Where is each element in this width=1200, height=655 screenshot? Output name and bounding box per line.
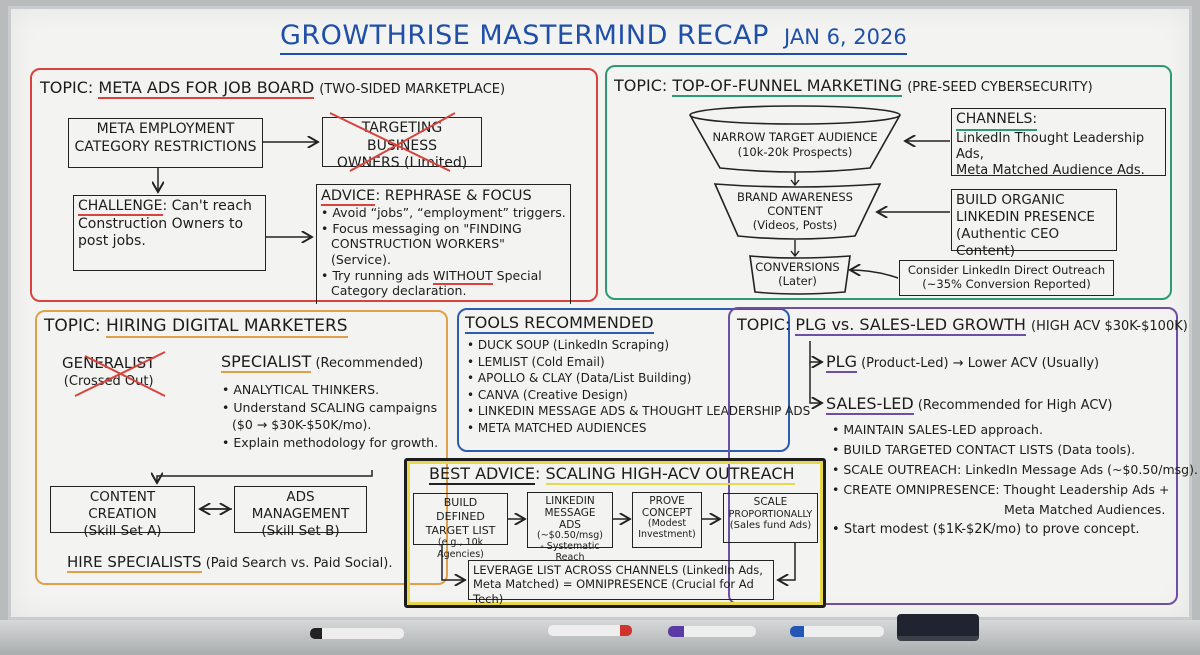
tool-item: META MATCHED AUDIENCES [467, 420, 810, 437]
purple-marker[interactable] [668, 626, 756, 637]
tools-list: DUCK SOUP (LinkedIn Scraping) LEMLIST (C… [467, 337, 810, 436]
funnel-stage-conversions: CONVERSIONS(Later) [755, 260, 840, 288]
plg-branch: PLG (Product-Led) → Lower ACV (Usually) [826, 352, 1100, 373]
challenge-box: CHALLENGE: Can't reach Construction Owne… [73, 195, 266, 271]
tool-item: CANVA (Creative Design) [467, 387, 810, 404]
plg-section [728, 307, 1178, 605]
leverage-box: LEVERAGE LIST ACROSS CHANNELS (LinkedIn … [468, 560, 774, 606]
board-title: GROWTHRISE MASTERMIND RECAP JAN 6, 2026 [280, 20, 907, 55]
ads-management-box: ADS MANAGEMENT(Skill Set B) [234, 486, 367, 539]
funnel-topic-heading: TOPIC: TOP-OF-FUNNEL MARKETING (PRE-SEED… [614, 76, 1093, 97]
title-date: JAN 6, 2026 [784, 25, 907, 49]
tool-item: LEMLIST (Cold Email) [467, 354, 810, 371]
outreach-box: Consider LinkedIn Direct Outreach(~35% C… [899, 260, 1114, 296]
tool-item: DUCK SOUP (LinkedIn Scraping) [467, 337, 810, 354]
funnel-shapes [689, 105, 901, 295]
black-marker[interactable] [310, 628, 404, 639]
eraser[interactable] [897, 614, 979, 641]
sales-led-branch: SALES-LED (Recommended for High ACV) [826, 394, 1113, 415]
best-advice-heading: BEST ADVICE: SCALING HIGH-ACV OUTREACH [429, 464, 795, 485]
advice-box: ADVICE: REPHRASE & FOCUS • Avoid “jobs”,… [316, 184, 571, 304]
meta-ads-section [30, 68, 598, 302]
specialist-list: • ANALYTICAL THINKERS. • Understand SCAL… [222, 382, 439, 450]
meta-topic-heading: TOPIC: META ADS FOR JOB BOARD (TWO-SIDED… [40, 78, 506, 99]
content-creation-box: CONTENT CREATION(Skill Set A) [50, 486, 195, 539]
sales-led-list: • MAINTAIN SALES-LED approach. • BUILD T… [832, 422, 1198, 537]
red-marker[interactable] [548, 625, 632, 636]
hiring-section [35, 310, 448, 585]
blue-marker[interactable] [790, 626, 884, 637]
best-advice-section [404, 458, 826, 608]
plg-topic-heading: TOPIC: PLG vs. SALES-LED GROWTH (HIGH AC… [737, 315, 1188, 336]
tool-item: LINKEDIN MESSAGE ADS & THOUGHT LEADERSHI… [467, 403, 810, 420]
title-text: GROWTHRISE MASTERMIND RECAP [280, 20, 769, 51]
tools-heading: TOOLS RECOMMENDED [465, 313, 654, 334]
funnel-stage-audience: NARROW TARGET AUDIENCE(10k-20k Prospects… [712, 130, 878, 159]
tool-item: APOLLO & CLAY (Data/List Building) [467, 370, 810, 387]
hiring-topic-heading: TOPIC: HIRING DIGITAL MARKETERS [44, 316, 348, 338]
hire-specialists-note: HIRE SPECIALISTS (Paid Search vs. Paid S… [67, 553, 393, 573]
specialist-option: SPECIALIST (Recommended) [221, 352, 424, 373]
channels-box: CHANNELS: LinkedIn Thought Leadership Ad… [951, 108, 1166, 178]
funnel-section [605, 65, 1172, 300]
